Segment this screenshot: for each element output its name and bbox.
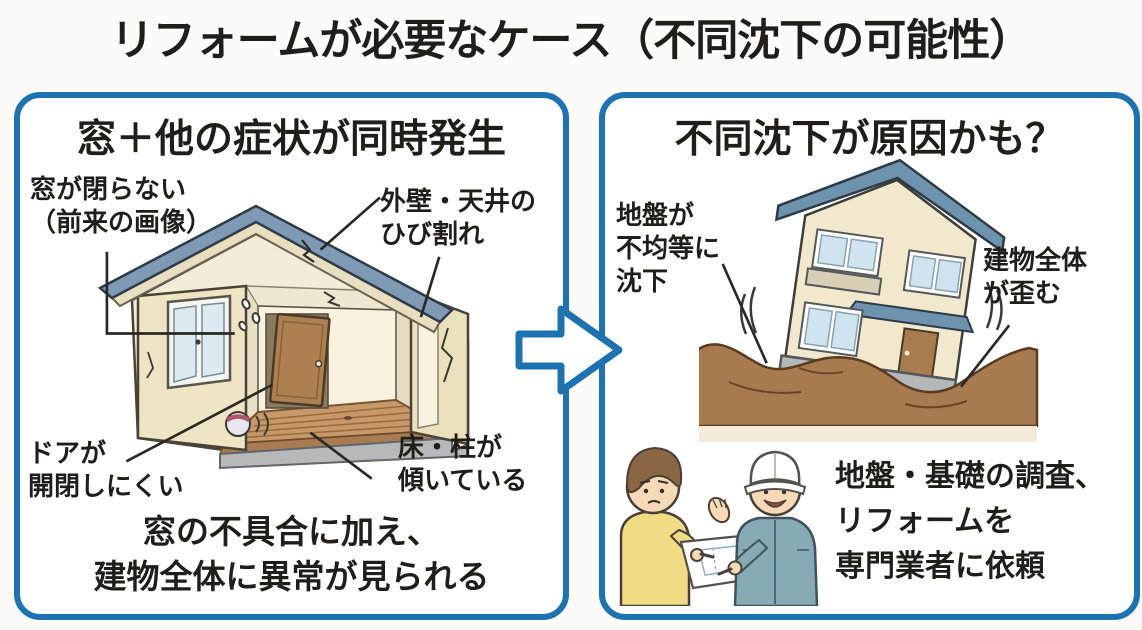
callout-door: ドアが 開閉しにくい (28, 439, 184, 503)
homeowner-hair (625, 446, 683, 494)
sweat-drops (238, 298, 261, 332)
roof-crack (301, 239, 315, 263)
upper-left-window (804, 228, 884, 296)
ground-base-strip (699, 426, 1037, 442)
contractor-raised-palm (707, 496, 731, 524)
homeowner-pointing-hand (690, 548, 715, 562)
balcony (804, 267, 883, 296)
contractor (707, 450, 819, 606)
right-panel-caption: 地盤・基礎の調査、 リフォームを 専門業者に依頼 (835, 459, 1105, 584)
wall-crack-left (146, 351, 154, 379)
right-wall (409, 290, 470, 446)
debris (344, 416, 352, 420)
flow-right-arrow-icon (515, 305, 623, 395)
smiling-mouth (763, 499, 787, 508)
first-floor-window (797, 301, 864, 358)
callout-ground: 地盤が 不均等に 沈下 (616, 201, 721, 298)
stuck-window (166, 294, 232, 390)
left-panel-caption: 窓の不具合に加え、 建物全体に異常が見られる (93, 512, 490, 596)
tilted-door (238, 298, 331, 409)
roof (774, 158, 1006, 254)
upper-right-window (902, 249, 967, 299)
callout-window: 窓が閉らない （前来の画像） (30, 175, 213, 239)
homeowner-contractor-illustration (619, 446, 819, 606)
homeowner (619, 446, 703, 606)
tilted-house-illustration (699, 158, 1039, 442)
sunken-ground (699, 343, 1039, 442)
page-title: リフォームが必要なケース（不同沈下の可能性） (110, 16, 1033, 66)
callout-building: 建物全体 が歪む (983, 246, 1088, 310)
entrance-door (897, 327, 940, 378)
ceiling-crack (323, 291, 341, 307)
right-panel-cause: 不同沈下が原因かも？ (599, 92, 1140, 620)
worried-mouth (647, 500, 661, 504)
wall-crack-right (440, 327, 454, 383)
left-panel-symptoms: 窓＋他の症状が同時発生 (14, 92, 569, 620)
right-panel-heading: 不同沈下が原因かも？ (674, 117, 1065, 162)
tilted-house (766, 158, 1006, 421)
hard-hat-icon (743, 450, 807, 496)
callout-wall-crack: 外壁・天井の ひび割れ (380, 187, 537, 251)
callout-floor: 床・柱が 傾いている (398, 433, 528, 497)
left-panel-heading: 窓＋他の症状が同時発生 (76, 117, 506, 162)
